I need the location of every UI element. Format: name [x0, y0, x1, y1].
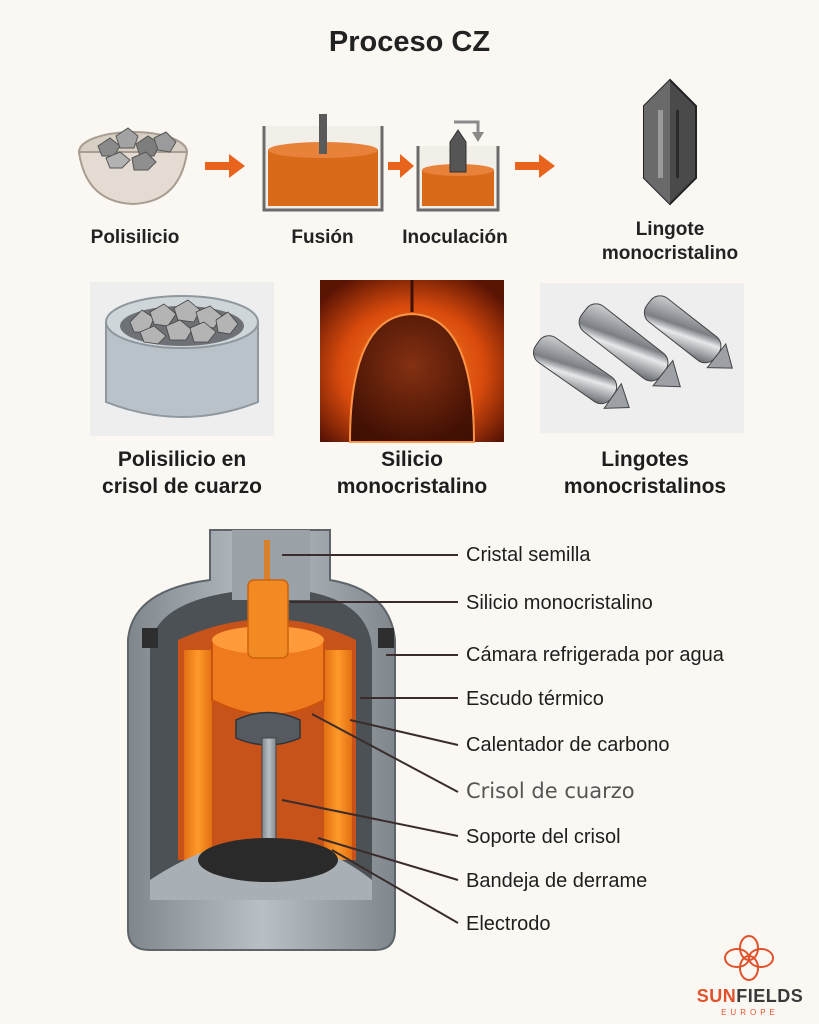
photo-polysilicon-crucible	[90, 282, 274, 436]
label-monocrystalline-silicon: Silicio monocristalino	[466, 592, 653, 614]
arrow-right-icon	[515, 154, 555, 178]
arrow-right-icon	[388, 154, 414, 178]
seeding-crucible-icon	[416, 120, 500, 212]
page-title: Proceso CZ	[328, 26, 491, 58]
label-seed-crystal: Cristal semilla	[466, 544, 591, 566]
photo-label-ingots: Lingotes monocristalinos	[563, 448, 727, 498]
brand-wordmark: SUNFIELDS	[696, 986, 804, 1006]
polysilicon-bowl-icon	[77, 127, 189, 206]
step-label-seeding: Inoculación	[402, 227, 508, 248]
label-quartz-crucible: Crisol de cuarzo	[466, 779, 635, 803]
label-heat-shield: Escudo térmico	[466, 688, 604, 710]
step-label-ingot: Lingote monocristalino	[601, 219, 739, 264]
sunfields-logo-icon	[724, 935, 774, 981]
melting-crucible-icon	[262, 114, 384, 212]
label-spill-tray: Bandeja de derrame	[466, 870, 648, 892]
step-label-melting: Fusión	[291, 227, 354, 248]
label-water-cooled-chamber: Cámara refrigerada por agua	[466, 644, 724, 666]
label-carbon-heater: Calentador de carbono	[466, 734, 670, 756]
monocrystal-ingot-icon	[643, 78, 697, 206]
brand-subtitle: EUROPE	[721, 1008, 779, 1017]
photo-monocrystalline-silicon	[320, 280, 504, 443]
label-electrode: Electrodo	[466, 913, 551, 935]
photo-label-polysilicon: Polisilicio en crisol de cuarzo	[102, 448, 262, 498]
arrow-right-icon	[205, 154, 245, 178]
photo-label-monocrystalline: Silicio monocristalino	[336, 448, 488, 498]
step-label-polysilicon: Polisilicio	[90, 227, 180, 248]
photo-monocrystalline-ingots	[533, 283, 744, 433]
label-crucible-support: Soporte del crisol	[466, 826, 621, 848]
